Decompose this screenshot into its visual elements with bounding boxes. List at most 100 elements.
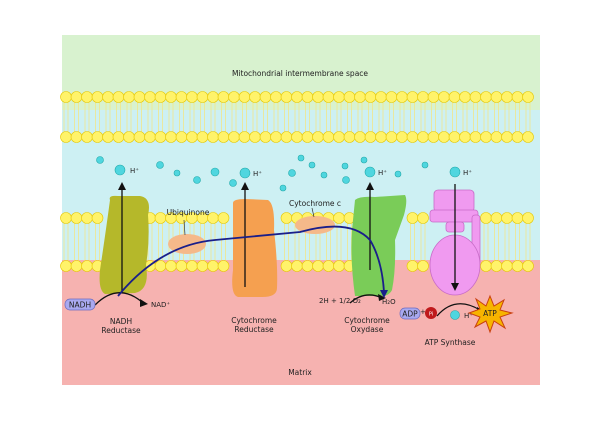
lipid-head xyxy=(259,131,272,143)
lipid-head xyxy=(102,91,114,103)
lipid-head xyxy=(291,91,303,103)
nadh-reductase-label: NADH xyxy=(110,317,132,326)
cytochrome-oxydase-label: Cytochrome xyxy=(344,316,390,325)
atp-starburst xyxy=(467,294,514,334)
lipid-head xyxy=(438,91,450,103)
electron-path-arrowhead xyxy=(380,290,388,298)
lipid-head xyxy=(396,131,408,143)
lipid-head xyxy=(217,260,230,272)
h-ion xyxy=(239,167,251,179)
lipid-head xyxy=(480,131,492,143)
lipid-head xyxy=(448,91,461,103)
lipid-head xyxy=(70,131,83,143)
lipid-head xyxy=(91,212,104,224)
lipid-head xyxy=(123,91,135,103)
lipid-head xyxy=(81,91,93,103)
lipid-head xyxy=(322,131,335,143)
h-ion xyxy=(421,161,429,169)
lipid-head xyxy=(312,131,324,143)
pi-text: Pi xyxy=(429,312,433,318)
lipid-head xyxy=(333,91,345,103)
lipid-head xyxy=(175,131,188,143)
lipid-head xyxy=(60,91,72,103)
lipid-head xyxy=(228,91,240,103)
lipid-head xyxy=(385,131,398,143)
hydrogen-ions xyxy=(96,154,461,192)
lipid-head xyxy=(259,91,272,103)
nadh-badge xyxy=(64,298,96,311)
lipid-head xyxy=(60,260,72,272)
lipid-head xyxy=(490,212,503,224)
oxygen-reaction-text: 2H + 1/2 O₂ xyxy=(319,297,361,305)
lipid-head xyxy=(186,260,198,272)
cytochrome-c-protein xyxy=(295,216,335,234)
nadh-reductase-label-2: Reductase xyxy=(101,326,141,335)
lipid-head xyxy=(144,91,156,103)
lipid-head xyxy=(123,131,135,143)
nad-plus-text: NAD⁺ xyxy=(151,301,170,309)
lipid-head xyxy=(291,260,303,272)
lipid-head xyxy=(406,212,419,224)
cytochrome-reductase-protein xyxy=(232,199,278,297)
lipid-head xyxy=(490,131,503,143)
lipid-head xyxy=(133,131,146,143)
lipid-head xyxy=(522,91,534,103)
lipid-head xyxy=(511,212,524,224)
nadh-text: NADH xyxy=(69,301,91,310)
h-ion xyxy=(364,166,376,178)
h-ion xyxy=(341,162,349,170)
lipid-head xyxy=(354,131,366,143)
lipid-head xyxy=(280,260,293,272)
h-plus-label: H⁺ xyxy=(130,167,139,175)
lipid-head xyxy=(333,260,345,272)
lipid-head xyxy=(501,212,513,224)
lipid-head xyxy=(102,131,114,143)
lipid-head xyxy=(322,260,335,272)
nadh-reductase-protein xyxy=(99,195,149,294)
h-ion xyxy=(308,161,316,169)
h-ion xyxy=(360,156,368,164)
lipid-head xyxy=(249,91,261,103)
atp-synthase-label: ATP Synthase xyxy=(425,338,476,347)
h-plus-text: H⁺ xyxy=(464,312,473,320)
lipid-head xyxy=(291,131,303,143)
lipid-head xyxy=(501,260,513,272)
lipid-head xyxy=(154,91,167,103)
lipid-head xyxy=(333,131,345,143)
lipid-head xyxy=(364,91,377,103)
lipid-head xyxy=(490,91,503,103)
ubiquinone-label: Ubiquinone xyxy=(167,208,210,217)
lipid-head xyxy=(112,131,125,143)
h-ion xyxy=(156,161,164,169)
lipid-bilayers xyxy=(60,91,534,272)
h-ion xyxy=(114,164,126,176)
lipid-head xyxy=(343,131,356,143)
lipid-head xyxy=(207,131,219,143)
lipid-head xyxy=(501,131,513,143)
lipid-head xyxy=(280,212,293,224)
lipid-head xyxy=(133,91,146,103)
lipid-head xyxy=(427,91,440,103)
lipid-head xyxy=(312,260,324,272)
cytochrome-c-label: Cytochrome c xyxy=(289,199,341,208)
lipid-head xyxy=(175,91,188,103)
lipid-head xyxy=(480,91,492,103)
atp-text: ATP xyxy=(483,309,497,318)
lipid-head xyxy=(522,131,534,143)
lipid-head xyxy=(91,131,104,143)
h-ion xyxy=(288,169,296,177)
lipid-head xyxy=(238,131,251,143)
h-plus-label: H⁺ xyxy=(378,169,387,177)
lipid-head xyxy=(154,260,167,272)
lipid-head xyxy=(217,91,230,103)
lipid-head xyxy=(165,131,177,143)
lipid-head xyxy=(312,91,324,103)
h-ion xyxy=(320,171,328,179)
h-ion xyxy=(193,176,201,184)
lipid-head xyxy=(154,131,167,143)
lipid-head xyxy=(417,131,429,143)
lipid-head xyxy=(70,91,83,103)
lipid-head xyxy=(501,91,513,103)
lipid-head xyxy=(490,260,503,272)
lipid-head xyxy=(81,260,93,272)
